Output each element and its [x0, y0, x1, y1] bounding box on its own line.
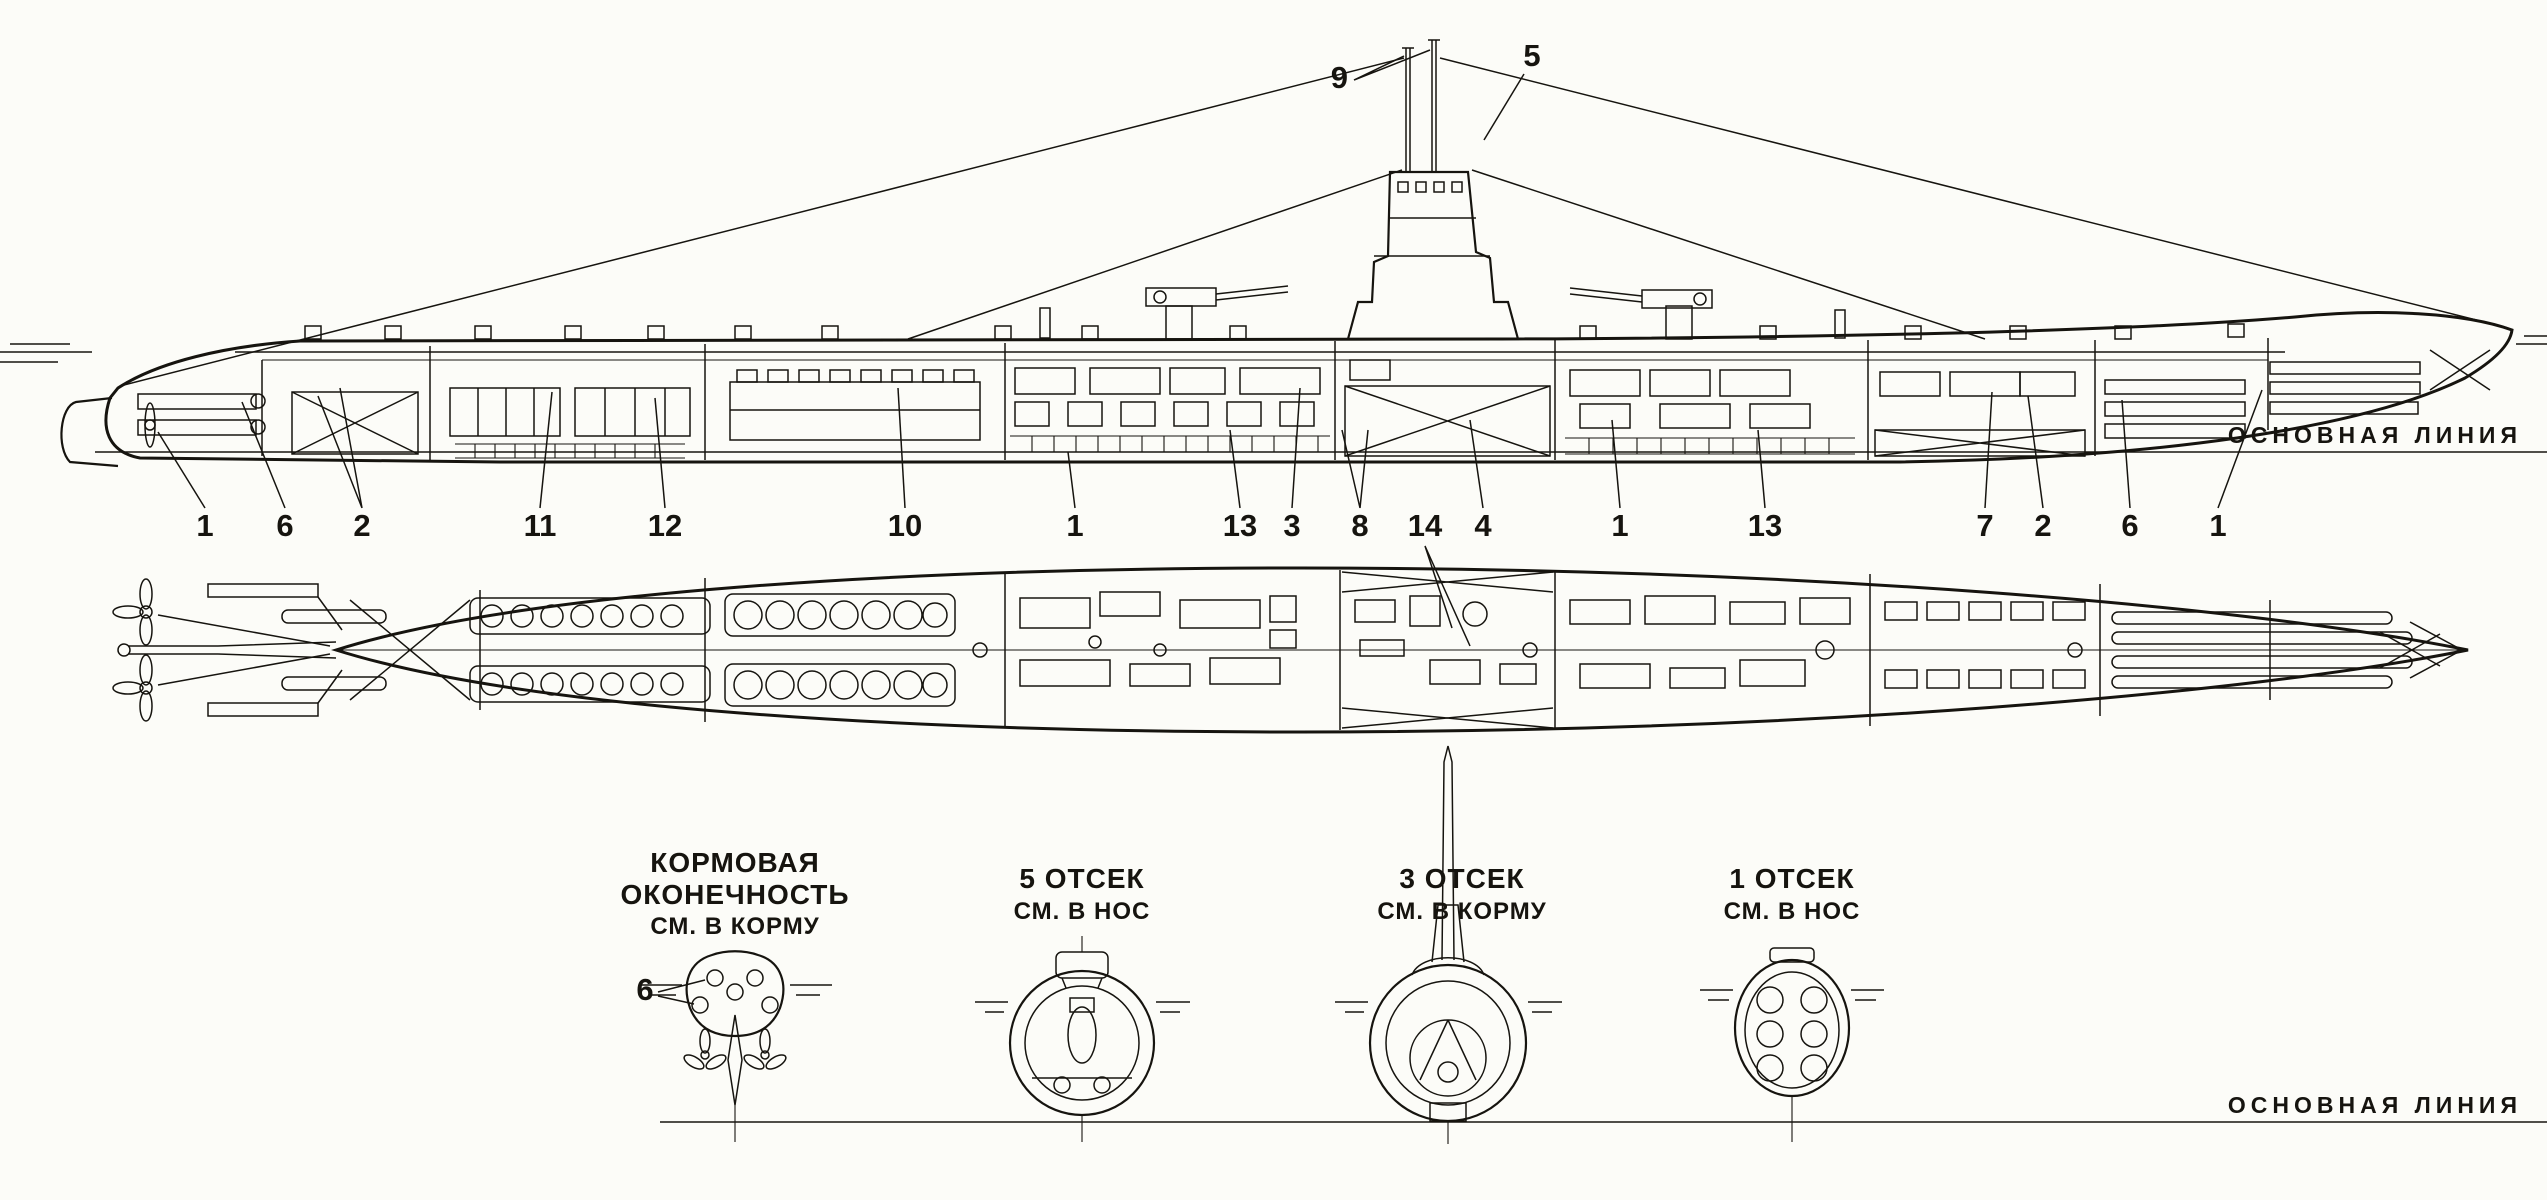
section3-pressure-hull: [1385, 980, 1511, 1106]
section1-title-3: СМ. В КОРМУ: [650, 913, 819, 940]
waterline-right: [2516, 335, 2547, 345]
callout-leaders: [157, 387, 2263, 647]
plan-bulkheads: [479, 570, 2271, 730]
section2-outer-hull: [1008, 969, 1156, 1117]
stern-end-body: [685, 950, 785, 1038]
callout-1b: 1: [1066, 508, 1083, 543]
callout-6a: 6: [276, 508, 293, 543]
profile-machinery: [449, 349, 2491, 441]
battery-rows: [455, 435, 1855, 459]
section3-periscope-fin: [1431, 745, 1465, 963]
callout-10: 10: [888, 508, 922, 543]
plan-central-equipment: [1019, 591, 1297, 687]
section1-callout-6: 6: [636, 972, 653, 1007]
section4-title-1: 1 ОТСЕК: [1729, 863, 1854, 894]
plan-deck-hatches: [972, 642, 2083, 658]
profile-view: ОСНОВНАЯ ЛИНИЯ: [0, 38, 2547, 468]
callout-9-leaders: [1353, 49, 1431, 81]
section4-pressure-hull: [1744, 971, 1840, 1089]
net-cables: [119, 57, 2509, 387]
cross-sections: ОСНОВНАЯ ЛИНИЯ КОРМОВАЯ ОКОНЕЧНОСТЬ СМ. …: [621, 745, 2547, 1144]
section2-title-1: 5 ОТСЕК: [1019, 863, 1144, 894]
plan-propeller-lower: [112, 654, 153, 722]
callout-5: 5: [1523, 38, 1540, 73]
callout-1a: 1: [196, 508, 213, 543]
stern-rudder: [60, 396, 119, 468]
deck-fittings: [304, 307, 2245, 340]
plan-reserve-torpedoes: [281, 599, 471, 701]
stern-end-waterline: [640, 984, 832, 996]
section2-waterline: [975, 1001, 1190, 1013]
plan-control-room-equipment: [1341, 571, 1554, 729]
stern-end-rudder: [727, 1014, 743, 1106]
section3-title-2: СМ. В КОРМУ: [1377, 898, 1546, 925]
stern-end-propellers: [683, 1028, 787, 1070]
callout-1c: 1: [1611, 508, 1628, 543]
section4-torpedo-tubes: [1756, 986, 1828, 1082]
section2-internals: [1032, 997, 1132, 1094]
profile-x-bracing: [291, 385, 2086, 457]
plan-bow-torpedo-tubes: [2111, 611, 2463, 689]
plan-view: [112, 566, 2469, 734]
plan-propeller-upper: [112, 578, 153, 646]
callout-2a: 2: [353, 508, 370, 543]
section2-title-2: СМ. В НОС: [1014, 898, 1151, 925]
callout-12: 12: [648, 508, 682, 543]
fore-deck-gun: [1145, 285, 1289, 340]
section3-dome: [1411, 957, 1485, 976]
plan-diesel-bank-stbd: [724, 663, 956, 707]
callout-1d: 1: [2209, 508, 2226, 543]
plan-engine-bank-stbd-1: [469, 665, 711, 703]
profile-bulkheads: [261, 338, 2269, 460]
section4-title-2: СМ. В НОС: [1724, 898, 1861, 925]
callout-2b: 2: [2034, 508, 2051, 543]
baseline-bottom-label: ОСНОВНАЯ ЛИНИЯ: [2228, 1092, 2522, 1118]
section2-casing-struts: [1061, 977, 1103, 989]
callout-3: 3: [1283, 508, 1300, 543]
section3-waterline: [1335, 1001, 1562, 1013]
section4-hatch: [1769, 947, 1815, 963]
callout-5-leader: [1483, 73, 1525, 141]
plan-engine-bank-port-1: [469, 597, 711, 635]
plan-living-spaces: [1569, 595, 2086, 689]
callout-14: 14: [1408, 508, 1443, 543]
section2-pressure-hull: [1024, 985, 1140, 1101]
plan-diesel-bank-port: [724, 593, 956, 637]
stern-end-shaft-bosses: [691, 969, 779, 1014]
callout-13b: 13: [1748, 508, 1782, 543]
section4-outer-hull: [1733, 958, 1851, 1098]
periscopes: [1402, 39, 1440, 172]
hull-outline: [104, 311, 2514, 464]
baseline-top-label: ОСНОВНАЯ ЛИНИЯ: [2228, 422, 2522, 448]
section4-waterline: [1700, 989, 1884, 1001]
plan-stern-gear: [117, 583, 343, 717]
callout-6b: 6: [2121, 508, 2138, 543]
section-compartment-3: 3 ОТСЕК СМ. В КОРМУ: [1335, 745, 1562, 1144]
callout-11: 11: [524, 508, 557, 543]
callout-9: 9: [1331, 60, 1348, 95]
callout-row: 1 6 2 11 12 10 1 13 3 8 14 4 1 13 7 2 6 …: [157, 387, 2263, 647]
callout-7: 7: [1976, 508, 1993, 543]
section-compartment-1: 1 ОТСЕК СМ. В НОС: [1700, 863, 1884, 1142]
section1-title-1: КОРМОВАЯ: [650, 847, 819, 878]
section3-internals: [1409, 1019, 1487, 1122]
section3-outer-hull: [1368, 963, 1528, 1123]
section1-callout-leaders: [657, 979, 706, 1005]
stern-prop-hub: [144, 419, 156, 431]
section-stern-end: КОРМОВАЯ ОКОНЕЧНОСТЬ СМ. В КОРМУ: [621, 847, 850, 1142]
waterline-left: [0, 343, 92, 363]
section3-title-1: 3 ОТСЕК: [1399, 863, 1524, 894]
section-compartment-5: 5 ОТСЕК СМ. В НОС: [975, 863, 1190, 1142]
aft-deck-gun: [1569, 287, 1713, 340]
section1-title-2: ОКОНЕЧНОСТЬ: [621, 879, 850, 910]
stern-torpedo-tubes: [137, 393, 266, 436]
callout-4: 4: [1474, 508, 1492, 543]
conning-tower: [1346, 170, 1520, 341]
callout-8: 8: [1351, 508, 1368, 543]
callout-13a: 13: [1223, 508, 1257, 543]
